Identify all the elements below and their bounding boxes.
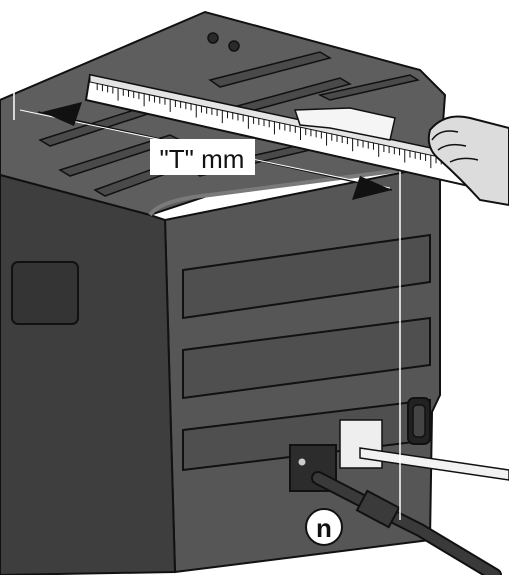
dimension-arrowhead-right [352, 176, 392, 200]
top-screw-hole [228, 40, 240, 52]
printer-body [0, 10, 447, 575]
paper-guide-rod [359, 447, 509, 481]
callout-marker: n [305, 508, 343, 546]
printer-rounded-edge [148, 163, 441, 217]
dimension-arrowhead-left [42, 102, 82, 126]
dimension-label-box: "T" mm [150, 139, 255, 175]
paper-sheet [293, 107, 396, 141]
power-plug [355, 489, 401, 529]
top-screw-hole [207, 32, 219, 44]
hand-illustration [427, 115, 509, 207]
callout-letter: n [316, 513, 332, 543]
printer-side-face [0, 173, 177, 575]
rear-label-plate [339, 419, 383, 469]
back-vent-panels [182, 233, 431, 472]
printer-side-recess [11, 261, 79, 325]
callout-circle [305, 508, 343, 546]
top-vent-slots [38, 51, 420, 197]
dimension-label: "T" mm [160, 144, 245, 174]
ground-terminal [298, 458, 306, 466]
power-cable [311, 471, 502, 575]
power-switch-rocker [412, 404, 426, 438]
dimension-label-background [150, 139, 255, 175]
